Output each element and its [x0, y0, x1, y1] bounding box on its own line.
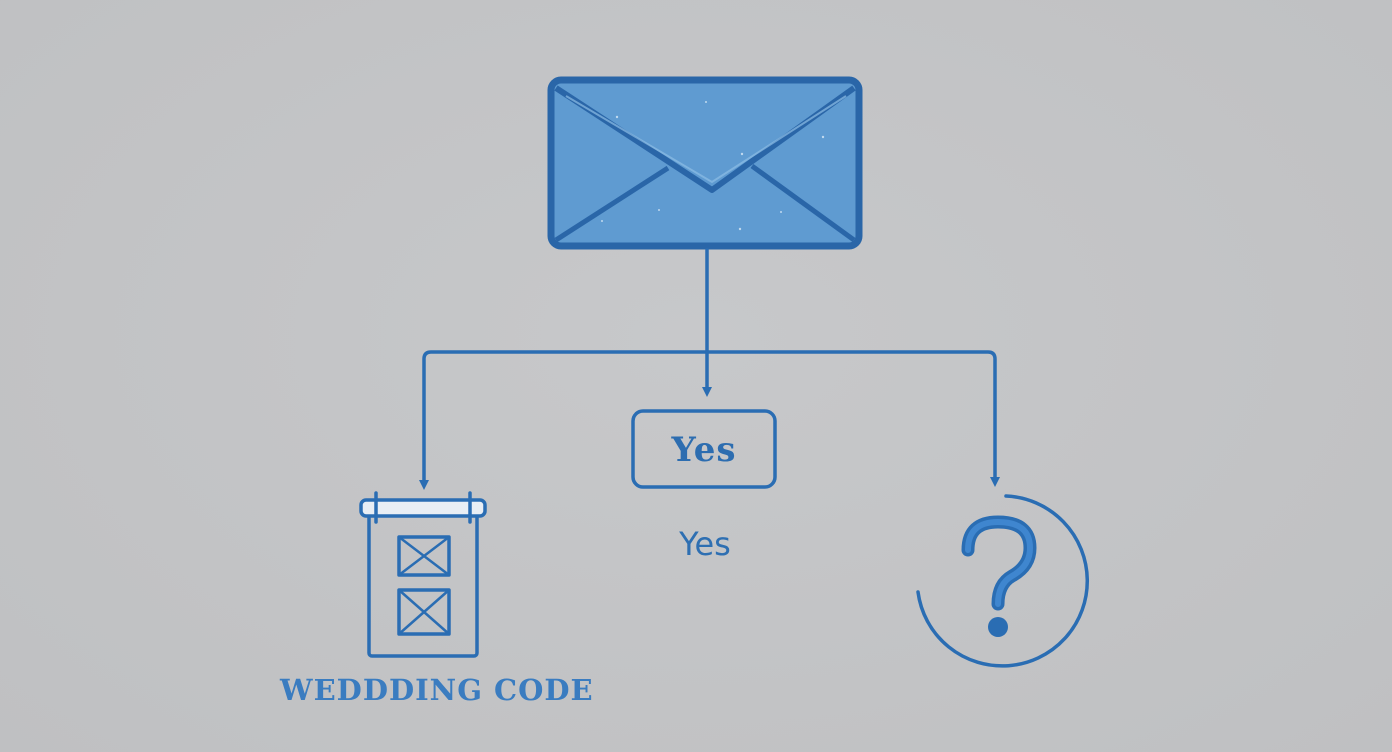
yes-caption: Yes	[679, 525, 731, 563]
checklist-label: WEDDDING CODE	[280, 673, 594, 707]
question-mark-icon	[916, 494, 1090, 668]
connector-to-checklist	[419, 350, 709, 490]
yes-box	[631, 409, 777, 489]
envelope-icon	[547, 76, 863, 250]
yes-box-label: Yes	[671, 430, 737, 470]
connector-to-question	[705, 350, 1000, 487]
connectors	[419, 248, 1000, 490]
checklist-clipboard-icon	[359, 491, 487, 658]
